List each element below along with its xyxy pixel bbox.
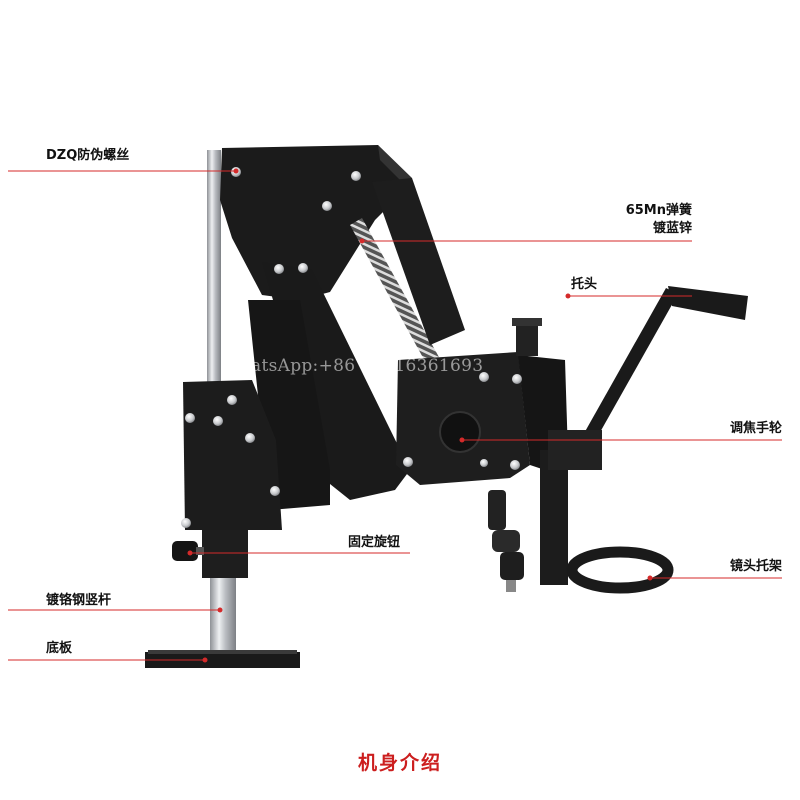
lower-mount-plate — [183, 380, 282, 530]
bolts — [181, 167, 522, 528]
focus-knob — [439, 411, 481, 453]
leader-dots — [187, 168, 653, 663]
vertical-holder-block — [548, 430, 602, 470]
label-anti-theft-screw: DZQ防伪螺丝 — [46, 148, 130, 163]
base-plate — [145, 652, 300, 668]
articulated-joint-2 — [492, 530, 520, 552]
articulated-joint-1 — [488, 490, 506, 530]
label-base-plate: 底板 — [46, 641, 73, 656]
holder-top-clamp — [516, 322, 538, 356]
label-spring-line1: 65Mn弹簧 — [625, 203, 692, 218]
fixed-knob — [172, 541, 198, 561]
base-plate-top — [148, 650, 297, 654]
lens-ring — [566, 546, 674, 594]
label-lens-holder: 镜头托架 — [729, 559, 782, 574]
label-focus-handwheel: 调焦手轮 — [729, 421, 782, 436]
watermark-text: WhatsApp:+86 18216361693 — [222, 356, 484, 376]
holder-top-clamp-cap — [512, 318, 542, 326]
vertical-holder — [540, 450, 568, 585]
pole-sleeve — [202, 530, 248, 578]
mount-tip — [506, 580, 516, 592]
handle-bar — [578, 288, 678, 450]
spring — [350, 218, 445, 374]
upper-arm-plate-edge — [378, 145, 412, 190]
label-chrome-pole: 镀铬钢竖杆 — [46, 593, 112, 608]
label-spring-line2: 镀蓝锌 — [652, 221, 692, 236]
fixed-knob-stem — [196, 547, 204, 555]
articulated-joint-3 — [500, 552, 524, 580]
leader-lines — [8, 170, 782, 661]
label-holder-head: 托头 — [571, 277, 598, 292]
upper-parallel-arm — [372, 178, 465, 345]
upper-arm-plate — [220, 145, 410, 300]
chrome-pole — [210, 578, 236, 656]
label-fixed-knob: 固定旋钮 — [348, 535, 401, 550]
caption-title: 机身介绍 — [357, 752, 442, 774]
handle-grip — [668, 286, 748, 320]
